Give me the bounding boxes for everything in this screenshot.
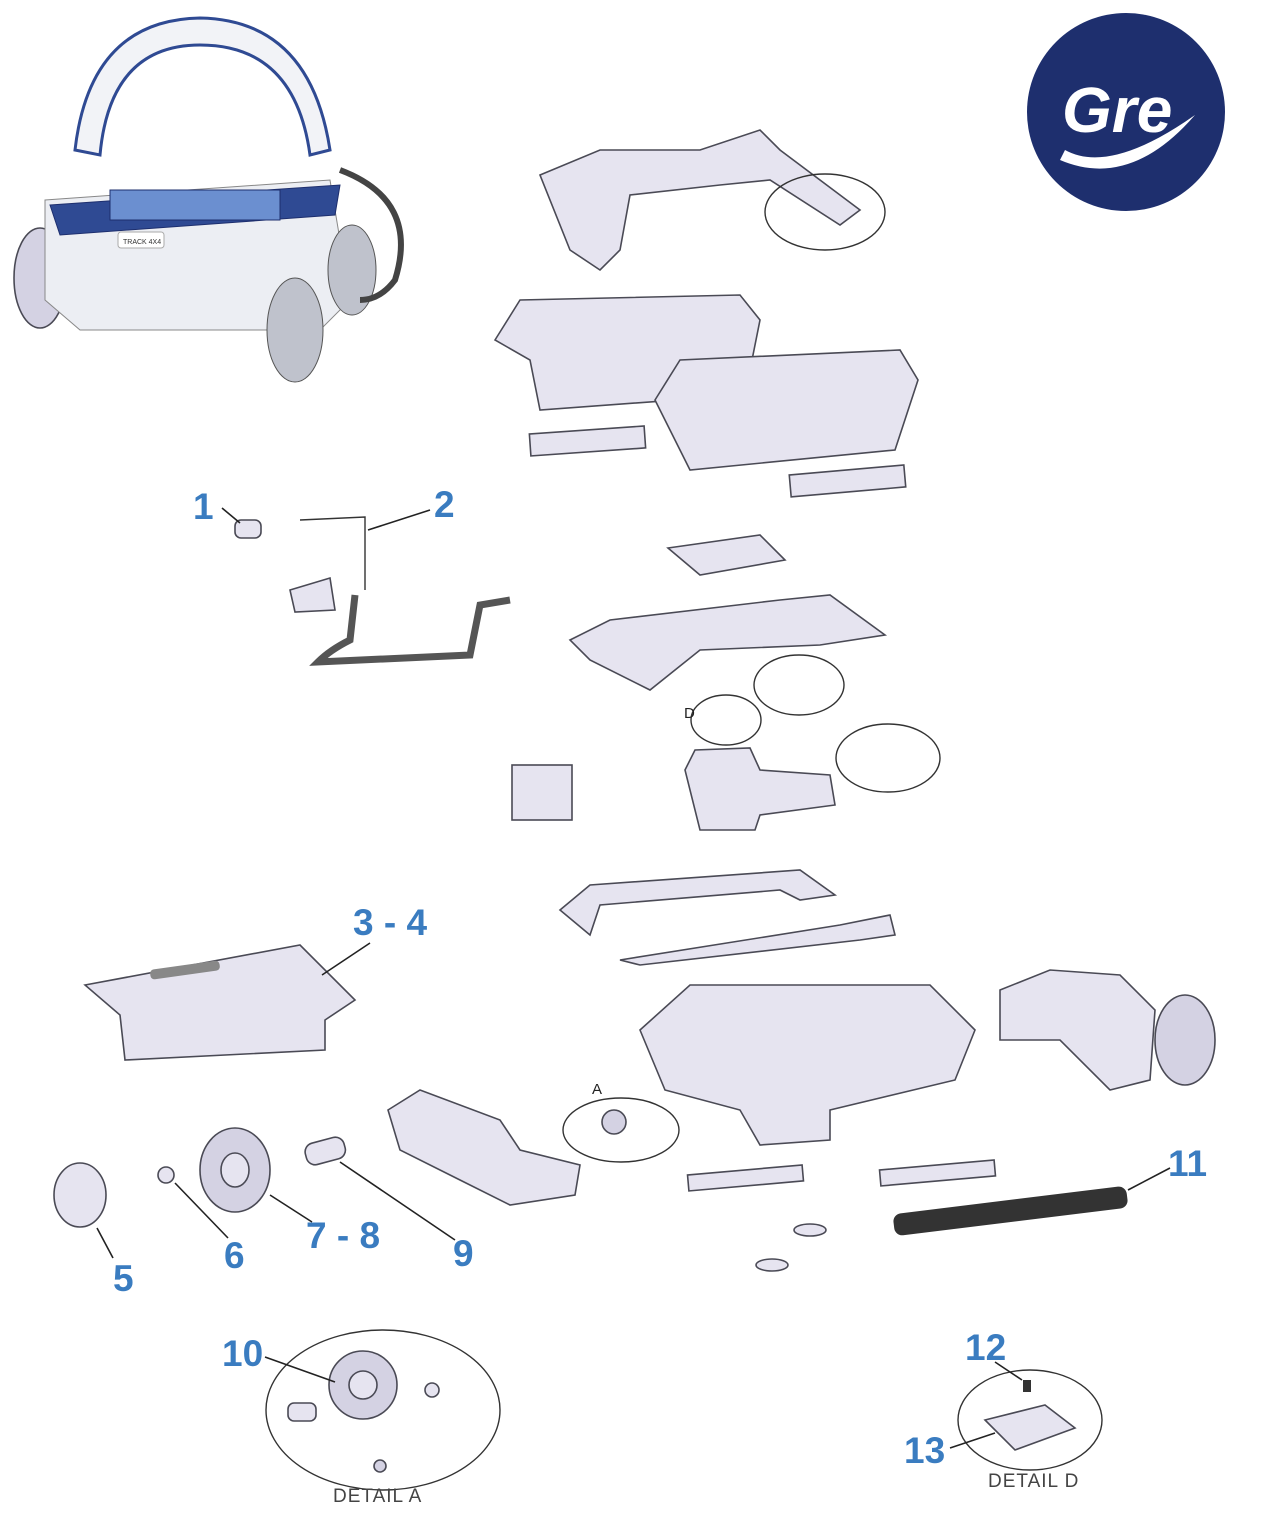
detail-d-title: DETAIL D xyxy=(988,1471,1079,1492)
detail-a-marker: A xyxy=(592,1081,602,1098)
callout-2: 2 xyxy=(434,484,455,525)
detail-d-marker: D xyxy=(684,705,695,722)
callout-6: 6 xyxy=(224,1235,245,1276)
leader-lines xyxy=(96,507,1171,1449)
part-side-pump xyxy=(999,969,1216,1091)
part-tube-assembly xyxy=(234,516,511,666)
callout-12: 12 xyxy=(965,1327,1006,1368)
callout-3-4: 3 - 4 xyxy=(353,902,427,943)
detail-a-title: DETAIL A xyxy=(333,1486,422,1507)
part-chassis xyxy=(639,984,976,1146)
callout-11: 11 xyxy=(1168,1143,1207,1184)
part-top-cover xyxy=(568,534,941,793)
part-brush-skids xyxy=(686,1159,1128,1272)
robot-product-image: TRACK 4X4 xyxy=(13,16,404,383)
callout-1: 1 xyxy=(193,486,214,527)
callout-10: 10 xyxy=(222,1333,263,1374)
part-motor xyxy=(511,747,836,831)
gre-logo: Gre xyxy=(1027,13,1225,211)
detail-d xyxy=(957,1369,1103,1471)
logo-text: Gre xyxy=(1062,74,1172,146)
callout-9: 9 xyxy=(453,1233,474,1274)
detail-a xyxy=(265,1329,501,1491)
part-wheels xyxy=(53,1089,680,1228)
callout-13: 13 xyxy=(904,1430,945,1471)
part-handle xyxy=(538,129,886,272)
callout-7-8: 7 - 8 xyxy=(306,1215,380,1256)
callout-5: 5 xyxy=(113,1258,134,1299)
part-filter-baskets xyxy=(493,294,919,498)
product-badge: TRACK 4X4 xyxy=(123,239,161,246)
part-frames xyxy=(558,869,896,966)
part-power-supply xyxy=(83,944,357,1061)
